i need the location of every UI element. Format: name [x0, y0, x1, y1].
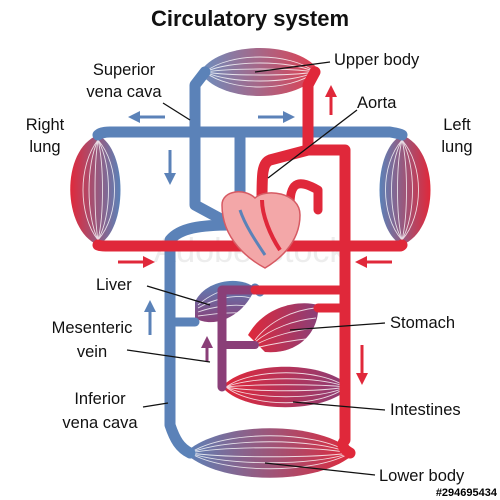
- label-upper-body: Upper body: [334, 51, 420, 69]
- arrow-head: [283, 111, 295, 123]
- stock-id: #294695434: [436, 487, 498, 499]
- leader-stomach: [289, 322, 386, 331]
- label-intestines: Intestines: [390, 401, 461, 419]
- leader-aorta: [267, 109, 358, 179]
- arrow-head: [355, 256, 367, 268]
- leader-upper-body: [254, 61, 331, 73]
- label-aorta: Aorta: [357, 94, 397, 112]
- mesenteric-vein: [217, 285, 260, 392]
- label-mesenteric-vein-line2: vein: [77, 343, 107, 361]
- inferior-vena-cava: [164, 219, 238, 459]
- pulmonary-artery-right: [92, 126, 351, 141]
- arrow-head: [325, 85, 337, 97]
- label-right-lung-line1: Right: [26, 116, 65, 134]
- descending-aorta: [302, 144, 356, 459]
- leader-lower-body: [264, 462, 376, 476]
- leader-inferior-vena-cava: [142, 402, 169, 408]
- lower-body-capillaries: [185, 428, 355, 478]
- label-left-lung-line2: lung: [441, 138, 472, 156]
- label-liver: Liver: [96, 276, 132, 294]
- label-superior-vena-cava-line1: Superior: [93, 61, 156, 79]
- intestines-capillaries: [222, 366, 350, 408]
- label-left-lung-line1: Left: [443, 116, 471, 134]
- arrow-head: [143, 256, 155, 268]
- label-lower-body: Lower body: [379, 467, 465, 485]
- leader-superior-vena-cava: [162, 102, 191, 121]
- pulmonary-artery-left: [339, 126, 408, 141]
- left-lung-capillaries: [379, 135, 431, 245]
- label-superior-vena-cava-line2: vena cava: [86, 83, 162, 101]
- label-inferior-vena-cava-line2: vena cava: [62, 414, 138, 432]
- label-right-lung-line2: lung: [29, 138, 60, 156]
- leader-mesenteric-vein: [126, 349, 211, 363]
- superior-vena-cava: [189, 66, 238, 231]
- stomach-capillaries: [248, 303, 319, 353]
- flow-arrows: [118, 85, 392, 385]
- label-inferior-vena-cava-line1: Inferior: [74, 390, 126, 408]
- page-title: Circulatory system: [151, 6, 349, 31]
- venous-vessels: [92, 66, 408, 459]
- label-mesenteric-vein-line1: Mesenteric: [52, 319, 133, 337]
- heart: [221, 191, 301, 269]
- arrow-head: [356, 373, 368, 385]
- label-stomach: Stomach: [390, 314, 455, 332]
- leader-intestines: [292, 401, 386, 411]
- arrow-head: [144, 300, 156, 312]
- labels: Upper body Superior vena cava Aorta Righ…: [26, 51, 473, 485]
- upper-body-capillaries: [200, 48, 320, 96]
- arrow-head: [164, 173, 176, 185]
- leader-liver: [146, 285, 211, 306]
- leader-lines: [126, 61, 386, 476]
- right-lung-capillaries: [70, 135, 121, 245]
- arrow-head: [128, 111, 140, 123]
- arrow-head: [201, 336, 213, 348]
